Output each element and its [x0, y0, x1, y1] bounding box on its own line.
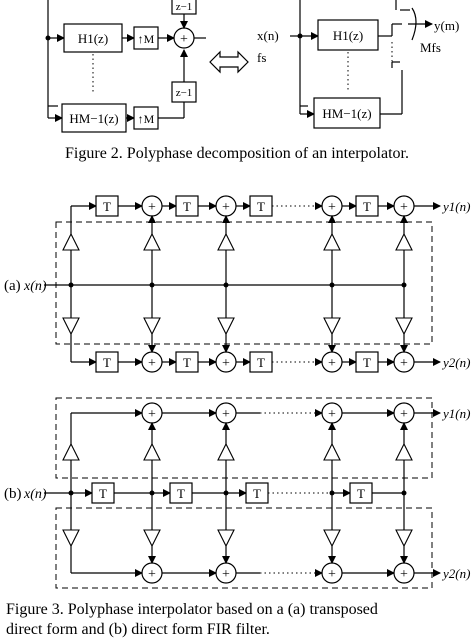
adder-b-bottom-2-plus: +: [222, 567, 230, 582]
figure-2-left-diagram: H1(z) ↑M + z−1 HM−1(z) ↑M z−1: [45, 0, 206, 133]
output-label-right: y(m): [434, 18, 459, 33]
delay-a-bottom-3-label: T: [257, 355, 265, 370]
adder-b-bottom-1-plus: +: [148, 567, 156, 582]
adder-left-plus: +: [180, 32, 188, 47]
coef-a-bottom-0: [62, 317, 80, 336]
delay-bottom-label: z−1: [176, 87, 193, 99]
coef-a-bottom-4: [395, 317, 413, 336]
delay-b-2-label: T: [177, 486, 185, 501]
part-a-label: (a): [4, 278, 21, 294]
delay-a-top-3-label: T: [257, 199, 265, 214]
output-bottom-b: y2(n): [441, 566, 470, 581]
equivalence-arrow: [209, 50, 249, 74]
adder-b-top-4-plus: +: [400, 407, 408, 422]
hm-box-right: [313, 97, 381, 129]
coef-a-top-4: [395, 232, 413, 251]
output-rate-right: Mfs: [420, 40, 441, 55]
adder-a-top-2-plus: +: [222, 200, 230, 215]
coef-a-top-1: [143, 232, 161, 251]
polyphase-group-b-top: [55, 397, 433, 479]
delay-a-top-2-label: T: [183, 199, 191, 214]
figure-3b-diagram: + + + + y1(n) (b) x(n) T: [4, 397, 470, 589]
coef-a-top-2: [217, 232, 235, 251]
delay-b-3-label: T: [253, 486, 261, 501]
coef-a-bottom-3: [323, 317, 341, 336]
adder-b-top-2-plus: +: [222, 407, 230, 422]
delay-a-bottom-2-label: T: [183, 355, 191, 370]
input-rate-right: fs: [257, 50, 266, 65]
polyphase-group-b-bottom: [55, 507, 433, 589]
hm-label-left: HM−1(z): [69, 111, 118, 126]
coef-b-top-0: [62, 442, 80, 461]
coef-b-top-1: [143, 442, 161, 461]
adder-b-top-3-plus: +: [328, 407, 336, 422]
coef-a-top-0: [62, 232, 80, 251]
coef-a-bottom-2: [217, 317, 235, 336]
delay-a-bottom-4-label: T: [363, 355, 371, 370]
coef-b-bottom-0: [62, 529, 80, 548]
coef-b-top-3: [323, 442, 341, 461]
figure-3a-diagram: (a) x(n) T + T + T + T + y1(n): [4, 195, 470, 373]
coef-a-top-3: [323, 232, 341, 251]
coef-b-bottom-4: [395, 529, 413, 548]
delay-a-bottom-1-label: T: [103, 355, 111, 370]
h1-label-left: H1(z): [78, 31, 108, 46]
figure-3-caption-line-2: direct form and (b) direct form FIR filt…: [6, 621, 270, 638]
delay-a-top-4-label: T: [363, 199, 371, 214]
coef-b-bottom-3: [323, 529, 341, 548]
coef-b-top-4: [395, 442, 413, 461]
upsampler-bottom-label: ↑M: [138, 112, 155, 126]
adder-a-top-1-plus: +: [148, 200, 156, 215]
adder-a-top-3-plus: +: [328, 200, 336, 215]
delay-top-label: z−1: [176, 1, 193, 13]
figure-2-caption: Figure 2. Polyphase decomposition of an …: [65, 145, 409, 162]
adder-b-bottom-4-plus: +: [400, 567, 408, 582]
upsampler-top-label: ↑M: [138, 32, 155, 46]
adder-b-top-1-plus: +: [148, 407, 156, 422]
input-label-a: x(n): [23, 279, 47, 294]
h1-box-right: [317, 19, 379, 51]
coef-a-bottom-1: [143, 317, 161, 336]
coef-b-bottom-1: [143, 529, 161, 548]
hm-box-left: [61, 103, 127, 133]
output-top-b: y1(n): [441, 406, 470, 421]
h1-box-left: [63, 23, 123, 53]
input-label-b: x(n): [23, 487, 47, 502]
output-top-a: y1(n): [441, 199, 470, 214]
adder-a-top-4-plus: +: [400, 200, 408, 215]
delay-b-4-label: T: [357, 486, 365, 501]
coef-b-top-2: [217, 442, 235, 461]
adder-a-bottom-3-plus: +: [328, 356, 336, 371]
figure-3-caption-line-1: Figure 3. Polyphase interpolator based o…: [6, 601, 378, 618]
hm-label-right: HM−1(z): [322, 106, 371, 121]
output-bottom-a: y2(n): [441, 355, 470, 370]
adder-a-bottom-4-plus: +: [400, 356, 408, 371]
delay-b-1-label: T: [99, 486, 107, 501]
part-b-label: (b): [4, 486, 22, 502]
figure-2-right-diagram: x(n) fs H1(z) y(m) Mfs HM−1(z): [257, 0, 459, 129]
h1-label-right: H1(z): [333, 28, 363, 43]
coef-b-bottom-2: [217, 529, 235, 548]
adder-b-bottom-3-plus: +: [328, 567, 336, 582]
delay-a-top-1-label: T: [103, 199, 111, 214]
adder-a-bottom-2-plus: +: [222, 356, 230, 371]
input-label-right: x(n): [257, 28, 279, 43]
polyphase-group-a: [55, 221, 433, 345]
adder-a-bottom-1-plus: +: [148, 356, 156, 371]
